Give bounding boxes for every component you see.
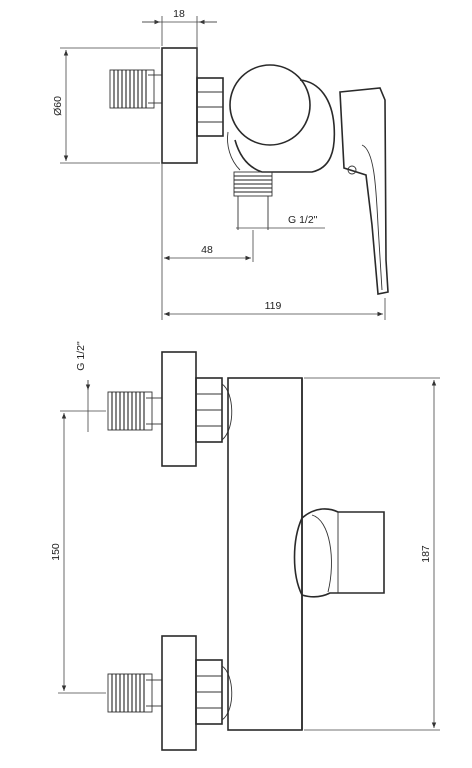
dim-150: 150: [50, 413, 106, 694]
side-view: 18 Ø60 G 1/2" 48 1: [52, 8, 389, 320]
side-outlet-thread: [233, 171, 273, 230]
side-flange: [161, 47, 198, 164]
dim-119-label: 119: [265, 300, 282, 312]
dim-18: 18: [142, 8, 217, 76]
dim-diameter: Ø60: [52, 47, 160, 164]
front-lower-inlet: [107, 635, 233, 751]
dim-outlet-thread: G 1/2": [236, 214, 325, 229]
dim-48-label: 48: [201, 244, 213, 256]
dim-inlet-thread: G 1/2": [60, 341, 106, 432]
side-mixer-body: [227, 64, 336, 173]
front-mixer-body: [227, 377, 303, 731]
front-handle: [293, 508, 385, 598]
side-hex-nut: [196, 77, 224, 137]
dim-119: 119: [164, 298, 386, 320]
dim-18-label: 18: [173, 8, 185, 20]
dim-diameter-label: Ø60: [52, 96, 64, 116]
dim-187: 187: [304, 377, 440, 731]
side-handle-lever: [339, 87, 389, 295]
front-view: G 1/2" 150 187: [50, 341, 440, 751]
side-inlet-thread: [109, 69, 162, 109]
dim-48: 48: [161, 163, 254, 320]
dim-150-label: 150: [50, 543, 62, 561]
dim-187-label: 187: [420, 545, 432, 563]
dim-inlet-thread-label: G 1/2": [75, 341, 87, 371]
front-upper-inlet: [107, 351, 233, 467]
dim-outlet-thread-label: G 1/2": [288, 214, 318, 226]
